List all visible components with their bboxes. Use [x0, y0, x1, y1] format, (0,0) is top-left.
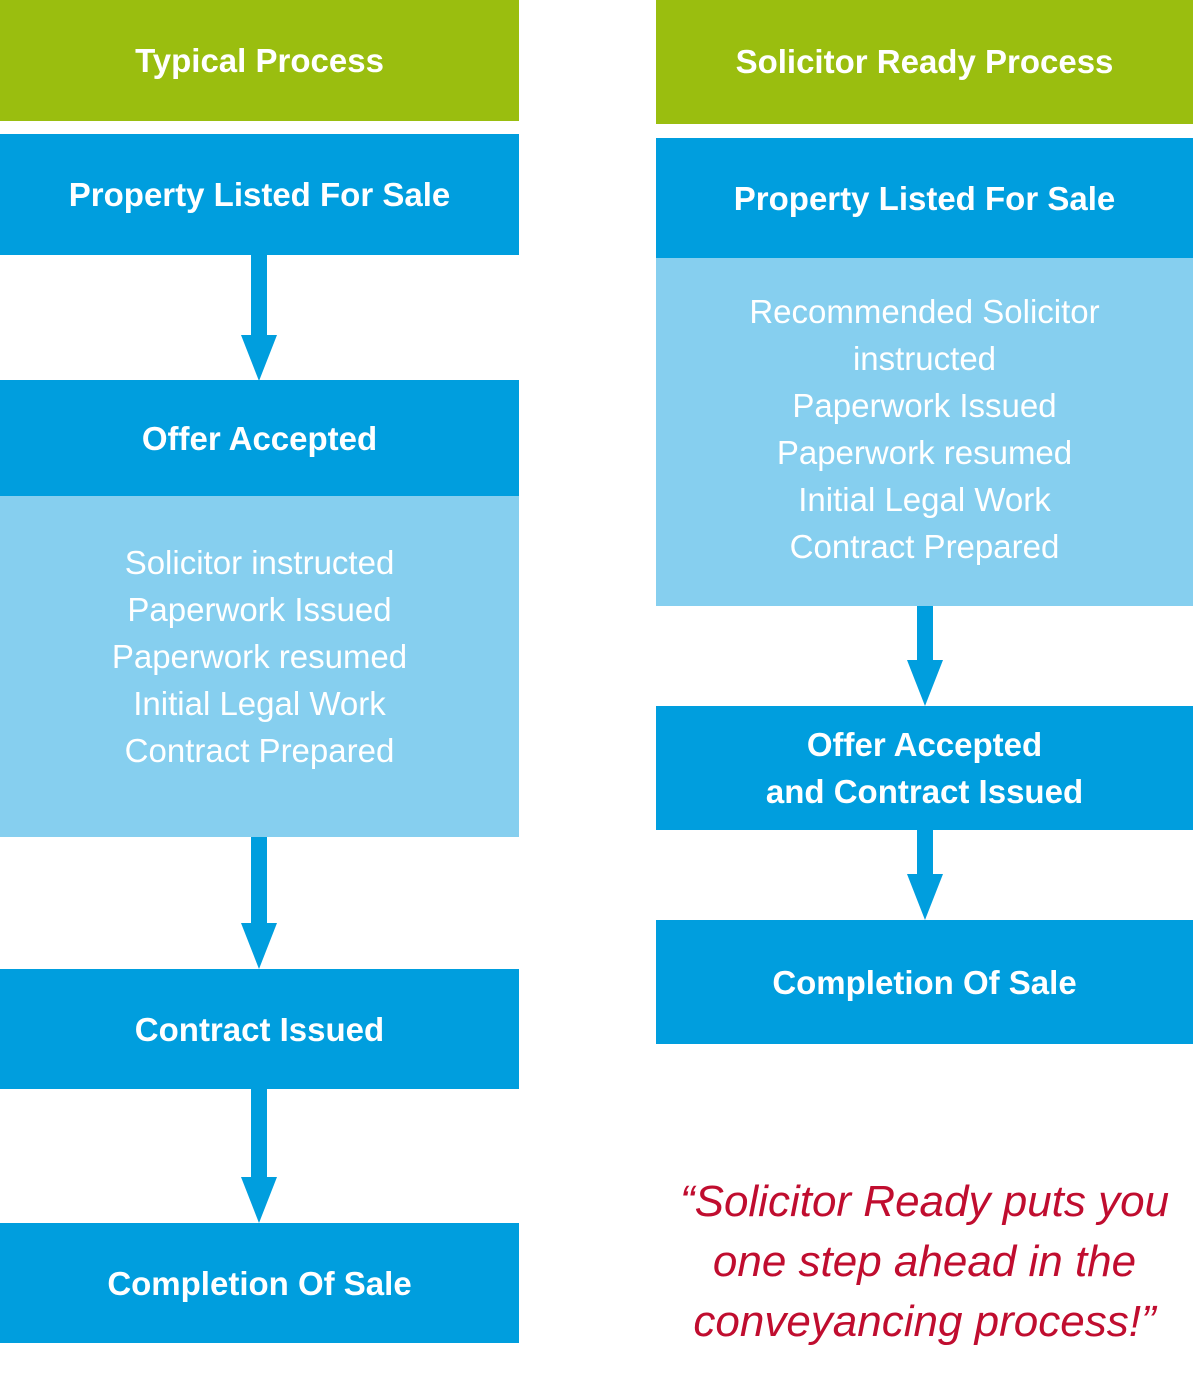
ready-detail-item: Paperwork resumed [776, 434, 1073, 471]
ready-detail-list: Recommended Solicitor instructed Paperwo… [656, 258, 1193, 606]
ready-detail-item: instructed [852, 340, 997, 377]
ready-step-property-listed: Property Listed For Sale [656, 138, 1193, 258]
ready-step-offer-contract-line: and Contract Issued [765, 773, 1084, 810]
typical-step-offer-accepted-label: Offer Accepted [141, 419, 378, 457]
typical-step-property-listed: Property Listed For Sale [0, 134, 519, 255]
ready-arrow-1 [907, 606, 943, 706]
typical-detail-item: Paperwork Issued [127, 591, 392, 628]
typical-step-completion: Completion Of Sale [0, 1223, 519, 1343]
promo-quote-line: conveyancing process!” [693, 1297, 1156, 1346]
typical-process-header-label: Typical Process [135, 41, 384, 79]
typical-detail-list: Solicitor instructed Paperwork Issued Pa… [0, 496, 519, 837]
promo-quote: “Solicitor Ready puts you one step ahead… [656, 1172, 1193, 1352]
typical-step-contract-issued-label: Contract Issued [134, 1010, 385, 1048]
ready-process-header-label: Solicitor Ready Process [735, 43, 1114, 80]
promo-quote-line: “Solicitor Ready puts you [679, 1177, 1170, 1226]
typical-process-header: Typical Process [0, 0, 519, 121]
typical-detail-item: Contract Prepared [124, 732, 395, 769]
typical-detail-item: Solicitor instructed [124, 544, 395, 581]
ready-detail-item: Paperwork Issued [792, 387, 1057, 424]
ready-step-property-listed-label: Property Listed For Sale [733, 179, 1116, 217]
typical-detail-item: Paperwork resumed [111, 638, 408, 675]
ready-step-offer-contract-line: Offer Accepted [806, 726, 1043, 763]
ready-detail-item: Recommended Solicitor [749, 293, 1100, 330]
typical-arrow-3 [241, 1089, 277, 1223]
ready-step-offer-contract: Offer Accepted and Contract Issued [656, 706, 1193, 830]
ready-step-completion: Completion Of Sale [656, 920, 1193, 1044]
ready-step-completion-label: Completion Of Sale [772, 963, 1077, 1001]
ready-detail-item: Initial Legal Work [798, 481, 1051, 518]
typical-arrow-1 [241, 255, 277, 381]
ready-arrow-2 [907, 830, 943, 920]
typical-detail-item: Initial Legal Work [133, 685, 386, 722]
ready-process-header: Solicitor Ready Process [656, 0, 1193, 124]
typical-step-property-listed-label: Property Listed For Sale [68, 176, 451, 213]
typical-step-completion-label: Completion Of Sale [107, 1264, 412, 1302]
typical-arrow-2 [241, 837, 277, 969]
typical-step-offer-accepted: Offer Accepted [0, 380, 519, 496]
typical-step-contract-issued: Contract Issued [0, 969, 519, 1089]
ready-detail-item: Contract Prepared [789, 528, 1060, 565]
promo-quote-line: one step ahead in the [712, 1237, 1137, 1286]
